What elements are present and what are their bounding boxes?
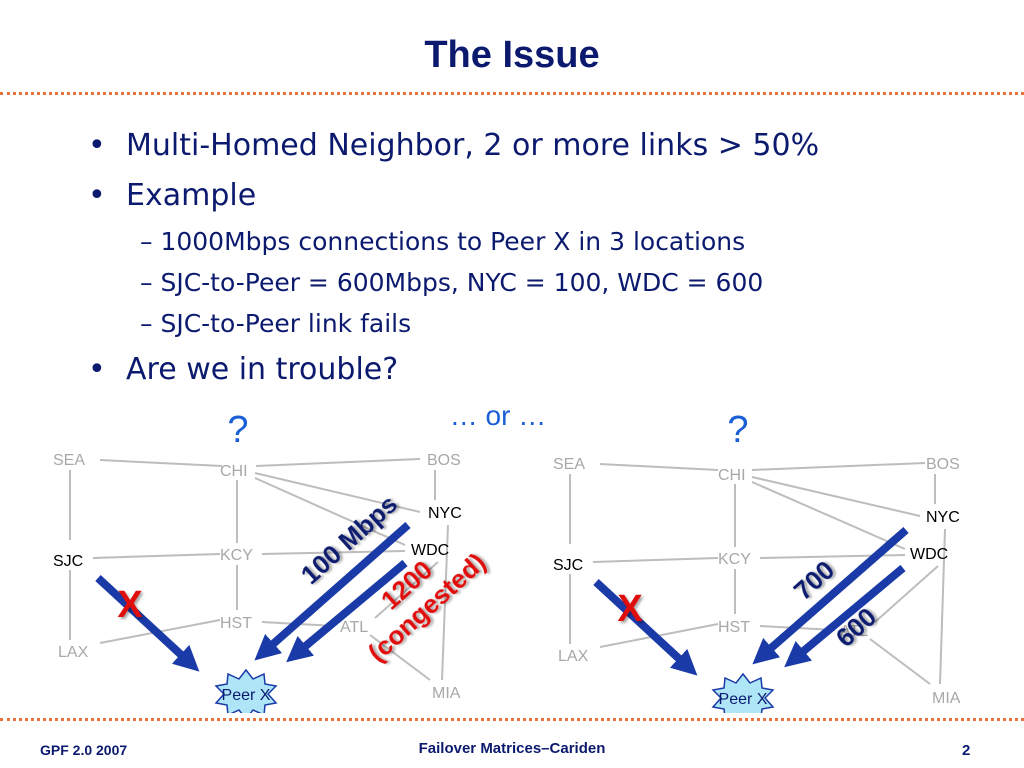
- footer-event: GPF 2.0 2007: [40, 742, 128, 758]
- left-node-hst: HST: [220, 615, 252, 632]
- left-nyc-arrow: [254, 522, 411, 661]
- right-node-kcy: KCY: [718, 551, 751, 568]
- right-peer-x-label: Peer X: [719, 691, 768, 708]
- right-wdc-rate-label: 600: [830, 602, 882, 653]
- sub-bullet-item: – 1000Mbps connections to Peer X in 3 lo…: [140, 227, 745, 256]
- right-link-failure-x: X: [617, 588, 643, 630]
- right-node-sjc: SJC: [553, 557, 583, 574]
- sub-bullet-marker: –: [140, 268, 153, 297]
- right-node-bos: BOS: [926, 456, 960, 473]
- right-node-hst: HST: [718, 619, 750, 636]
- left-link-lines: [69, 458, 449, 681]
- right-node-mia: MIA: [932, 690, 961, 707]
- bullet-marker: •: [88, 178, 106, 213]
- right-network-diagram: SEA CHI BOS NYC SJC KCY WDC HST ATL LAX …: [553, 456, 961, 713]
- left-peer-x-star: [214, 668, 278, 713]
- bullet-marker: •: [88, 128, 106, 163]
- left-node-nyc: NYC: [428, 505, 462, 522]
- question-mark-left: ?: [227, 409, 248, 451]
- sub-bullet-marker: –: [140, 227, 153, 256]
- left-node-mia: MIA: [432, 685, 461, 702]
- bullet-text: Example: [126, 178, 257, 213]
- left-link-failure-x: X: [117, 584, 143, 626]
- right-nyc-arrow: [752, 526, 909, 665]
- left-node-chi: CHI: [220, 463, 248, 480]
- right-node-chi: CHI: [718, 467, 746, 484]
- right-link-lines: [569, 462, 946, 685]
- left-wdc-arrow: [286, 559, 408, 663]
- footer-title: Failover Matrices–Cariden: [418, 740, 606, 757]
- left-node-atl: ATL: [340, 619, 368, 636]
- bullet-text: Multi-Homed Neighbor, 2 or more links > …: [126, 128, 820, 163]
- left-sjc-arrow: [95, 575, 200, 672]
- question-mark-right: ?: [727, 409, 748, 451]
- slide-title: The Issue: [424, 34, 600, 76]
- footer-divider: [0, 718, 1024, 721]
- left-node-sjc: SJC: [53, 553, 83, 570]
- network-diagrams: ? … or … ? SEA CHI BOS NYC SJC KCY WDC: [53, 400, 961, 713]
- left-peer-x-label: Peer X: [222, 687, 271, 704]
- right-peer-x-star: [711, 672, 775, 713]
- sub-bullet-text: 1000Mbps connections to Peer X in 3 loca…: [160, 227, 746, 256]
- left-node-lax: LAX: [58, 644, 89, 661]
- left-node-kcy: KCY: [220, 547, 253, 564]
- right-node-atl: ATL: [840, 623, 868, 640]
- left-node-wdc: WDC: [411, 542, 449, 559]
- right-node-lax: LAX: [558, 648, 589, 665]
- right-sjc-arrow: [593, 579, 698, 676]
- or-separator: … or …: [450, 400, 546, 431]
- sub-bullet-item: – SJC-to-Peer link fails: [140, 309, 411, 338]
- left-network-diagram: SEA CHI BOS NYC SJC KCY WDC HST ATL LAX …: [53, 452, 491, 713]
- sub-bullet-text: SJC-to-Peer = 600Mbps, NYC = 100, WDC = …: [160, 268, 764, 297]
- page-number: 2: [962, 742, 971, 759]
- left-node-bos: BOS: [427, 452, 461, 469]
- sub-bullet-marker: –: [140, 309, 153, 338]
- right-lower-label-group: 600: [830, 602, 882, 653]
- right-wdc-arrow: [784, 564, 906, 668]
- right-node-sea: SEA: [553, 456, 585, 473]
- title-divider: [0, 92, 1024, 95]
- sub-bullet-item: – SJC-to-Peer = 600Mbps, NYC = 100, WDC …: [140, 268, 763, 297]
- right-node-wdc: WDC: [910, 546, 948, 563]
- bullet-text: Are we in trouble?: [126, 352, 399, 387]
- right-node-nyc: NYC: [926, 509, 960, 526]
- sub-bullet-text: SJC-to-Peer link fails: [160, 309, 412, 338]
- bullet-marker: •: [88, 352, 106, 387]
- left-node-sea: SEA: [53, 452, 85, 469]
